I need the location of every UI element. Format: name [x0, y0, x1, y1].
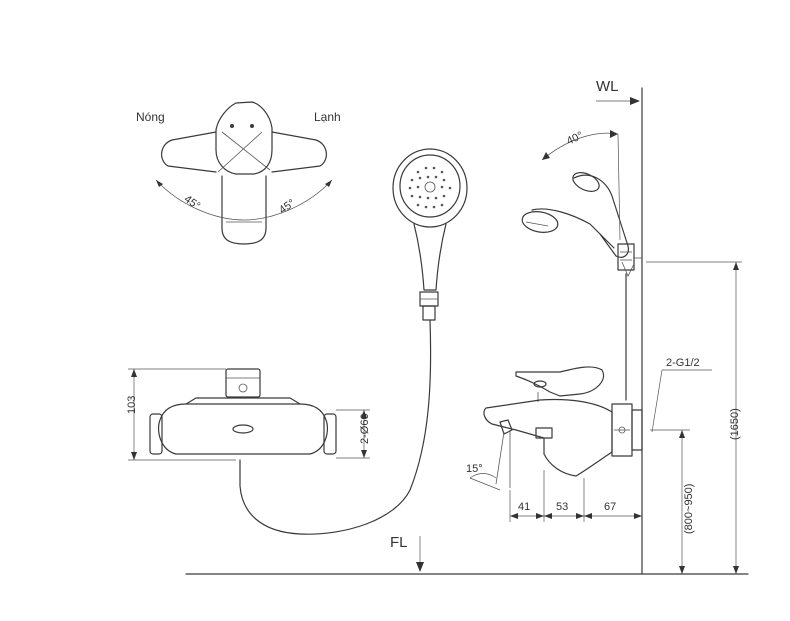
top-view: Nóng Lạnh 45° 45°	[136, 101, 341, 245]
label-wl: WL	[596, 78, 619, 95]
dim-103: 103	[126, 396, 138, 414]
hand-shower	[239, 148, 468, 535]
angle-15: 15°	[466, 463, 483, 475]
label-fl: FL	[390, 534, 408, 551]
dim-thread: 2-G1/2	[666, 357, 700, 369]
shower-nozzles	[408, 166, 452, 209]
dim-67: 67	[604, 501, 616, 513]
dim-800-950: (800~950)	[683, 484, 695, 534]
front-view: 103 2-Ø60	[126, 368, 371, 461]
dim-41: 41	[518, 501, 530, 513]
side-view: WL 40° 15°	[466, 78, 742, 575]
label-cold: Lạnh	[314, 110, 341, 124]
dim-53: 53	[556, 501, 568, 513]
dim-1650: (1650)	[729, 408, 741, 440]
angle-left-label: 45°	[182, 193, 203, 212]
floor-line: FL	[185, 534, 749, 575]
angle-40: 40°	[565, 130, 585, 148]
label-hot: Nóng	[136, 110, 165, 124]
dim-diameter: 2-Ø60	[359, 413, 371, 444]
